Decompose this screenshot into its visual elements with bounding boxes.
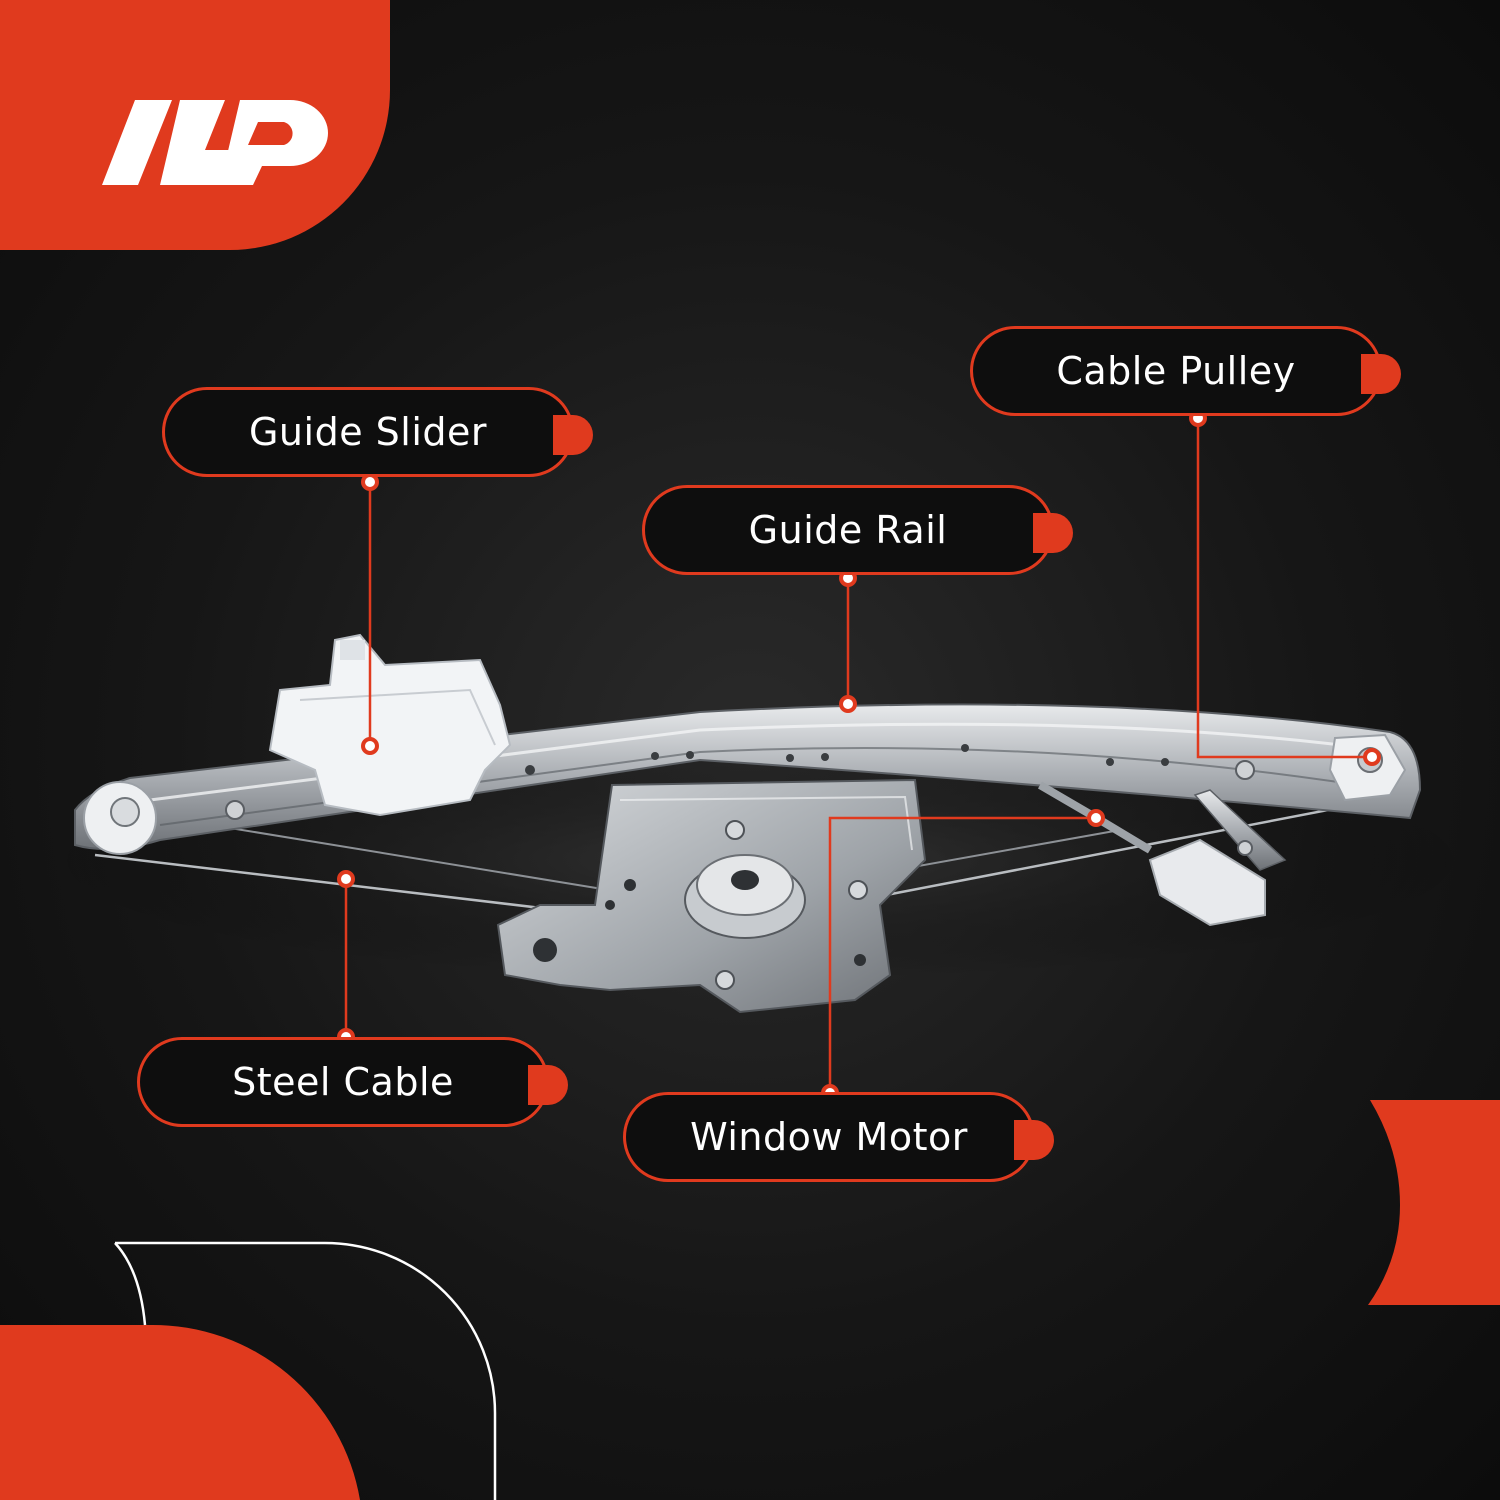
corner-decor-bottom-left <box>0 1241 497 1500</box>
callout-label: Cable Pulley <box>1056 349 1296 393</box>
ap-logo-icon <box>102 100 328 185</box>
corner-decor-right <box>1368 1100 1500 1305</box>
callout-guide-slider: Guide Slider <box>162 387 593 477</box>
callout-cap <box>553 415 593 455</box>
window-motor-part <box>496 778 927 1014</box>
guide-rail-part <box>74 703 1422 850</box>
window-regulator-icon <box>74 633 1422 1014</box>
callout-cap <box>528 1065 568 1105</box>
left-roller-part <box>83 781 157 855</box>
callout-label: Guide Slider <box>248 410 488 454</box>
callout-steel-cable: Steel Cable <box>137 1037 568 1127</box>
guide-slider-part <box>268 633 512 817</box>
callout-cap <box>1033 513 1073 553</box>
callout-label: Window Motor <box>690 1115 968 1159</box>
callout-cap <box>1014 1120 1054 1160</box>
callout-label: Steel Cable <box>232 1060 454 1104</box>
callout-cable-pulley: Cable Pulley <box>970 326 1401 416</box>
callout-label: Guide Rail <box>748 508 948 552</box>
callout-guide-rail: Guide Rail <box>642 485 1073 575</box>
callout-window-motor: Window Motor <box>623 1092 1054 1182</box>
leader-lines <box>344 418 1372 1093</box>
callout-cap <box>1361 354 1401 394</box>
wire-connector-part <box>1037 781 1287 927</box>
